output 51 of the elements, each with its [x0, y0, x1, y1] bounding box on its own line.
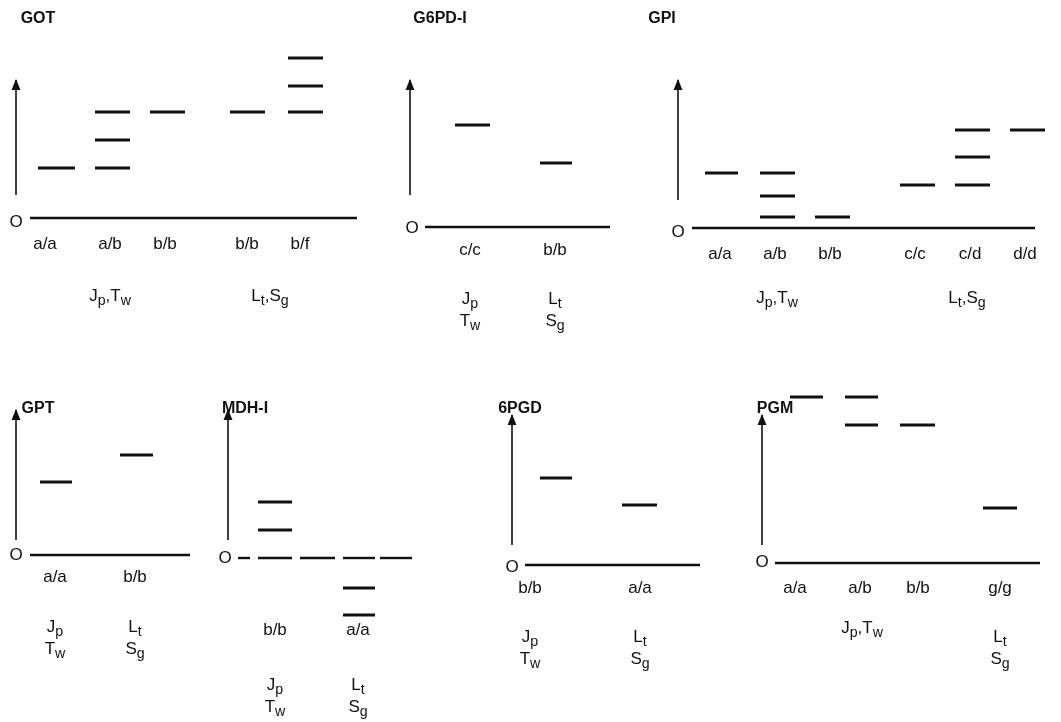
origin-label: O	[405, 218, 419, 238]
origin-label: O	[9, 212, 23, 232]
genotype-label: b/b	[543, 240, 567, 260]
panel-title: GPI	[648, 9, 676, 27]
genotype-label: a/b	[98, 234, 122, 254]
genotype-label: J$_{p}$ T$_{w}$	[519, 628, 541, 672]
genotype-label: b/b	[263, 620, 287, 640]
genotype-label: b/f	[290, 234, 310, 254]
genotype-label: c/c	[459, 240, 481, 260]
genotype-label: a/a	[346, 620, 370, 640]
genotype-label: b/b	[818, 244, 842, 264]
panel-title: G6PD-I	[413, 9, 467, 27]
panel-title: PGM	[756, 399, 794, 417]
genotype-label: J$_{p}$ T$_{w}$	[264, 676, 286, 720]
genotype-label: b/b	[123, 567, 147, 587]
genotype-label: b/b	[906, 578, 930, 598]
genotype-label: L$_{t}$ S$_{g}$	[630, 628, 650, 672]
origin-label: O	[218, 548, 232, 568]
genotype-label: L$_{t}$ S$_{g}$	[990, 628, 1010, 672]
genotype-label: J$_{p}$,T$_{w}$	[89, 287, 131, 309]
genotype-label: L$_{t}$,S$_{g}$	[948, 289, 986, 311]
origin-label: O	[671, 222, 685, 242]
genotype-label: J$_{p}$,T$_{w}$	[756, 289, 798, 311]
genotype-label: b/b	[518, 578, 542, 598]
genotype-label: c/d	[958, 244, 982, 264]
panel-title: GPT	[21, 399, 55, 417]
origin-label: O	[9, 545, 23, 565]
genotype-label: J$_{p}$,T$_{w}$	[841, 619, 883, 641]
genotype-label: b/b	[153, 234, 177, 254]
genotype-label: c/c	[904, 244, 926, 264]
genotype-label: a/a	[43, 567, 67, 587]
genotype-label: L$_{t}$,S$_{g}$	[251, 287, 289, 309]
genotype-label: a/a	[628, 578, 652, 598]
genotype-label: a/b	[763, 244, 787, 264]
genotype-label: d/d	[1013, 244, 1037, 264]
genotype-label: J$_{p}$ T$_{w}$	[459, 290, 481, 334]
origin-label: O	[505, 557, 519, 577]
genotype-label: g/g	[988, 578, 1012, 598]
origin-label: O	[755, 552, 769, 572]
genotype-label: a/a	[783, 578, 807, 598]
genotype-label: L$_{t}$ S$_{g}$	[348, 676, 368, 720]
panel-title: GOT	[20, 9, 56, 27]
panel-title: MDH-I	[221, 399, 269, 417]
genotype-label: L$_{t}$ S$_{g}$	[545, 290, 565, 334]
genotype-label: L$_{t}$ S$_{g}$	[125, 618, 145, 662]
genotype-label: b/b	[235, 234, 259, 254]
genotype-label: J$_{p}$ T$_{w}$	[44, 618, 66, 662]
genotype-label: a/a	[33, 234, 57, 254]
genotype-label: a/a	[708, 244, 732, 264]
genotype-label: a/b	[848, 578, 872, 598]
panel-title: 6PGD	[498, 399, 542, 417]
